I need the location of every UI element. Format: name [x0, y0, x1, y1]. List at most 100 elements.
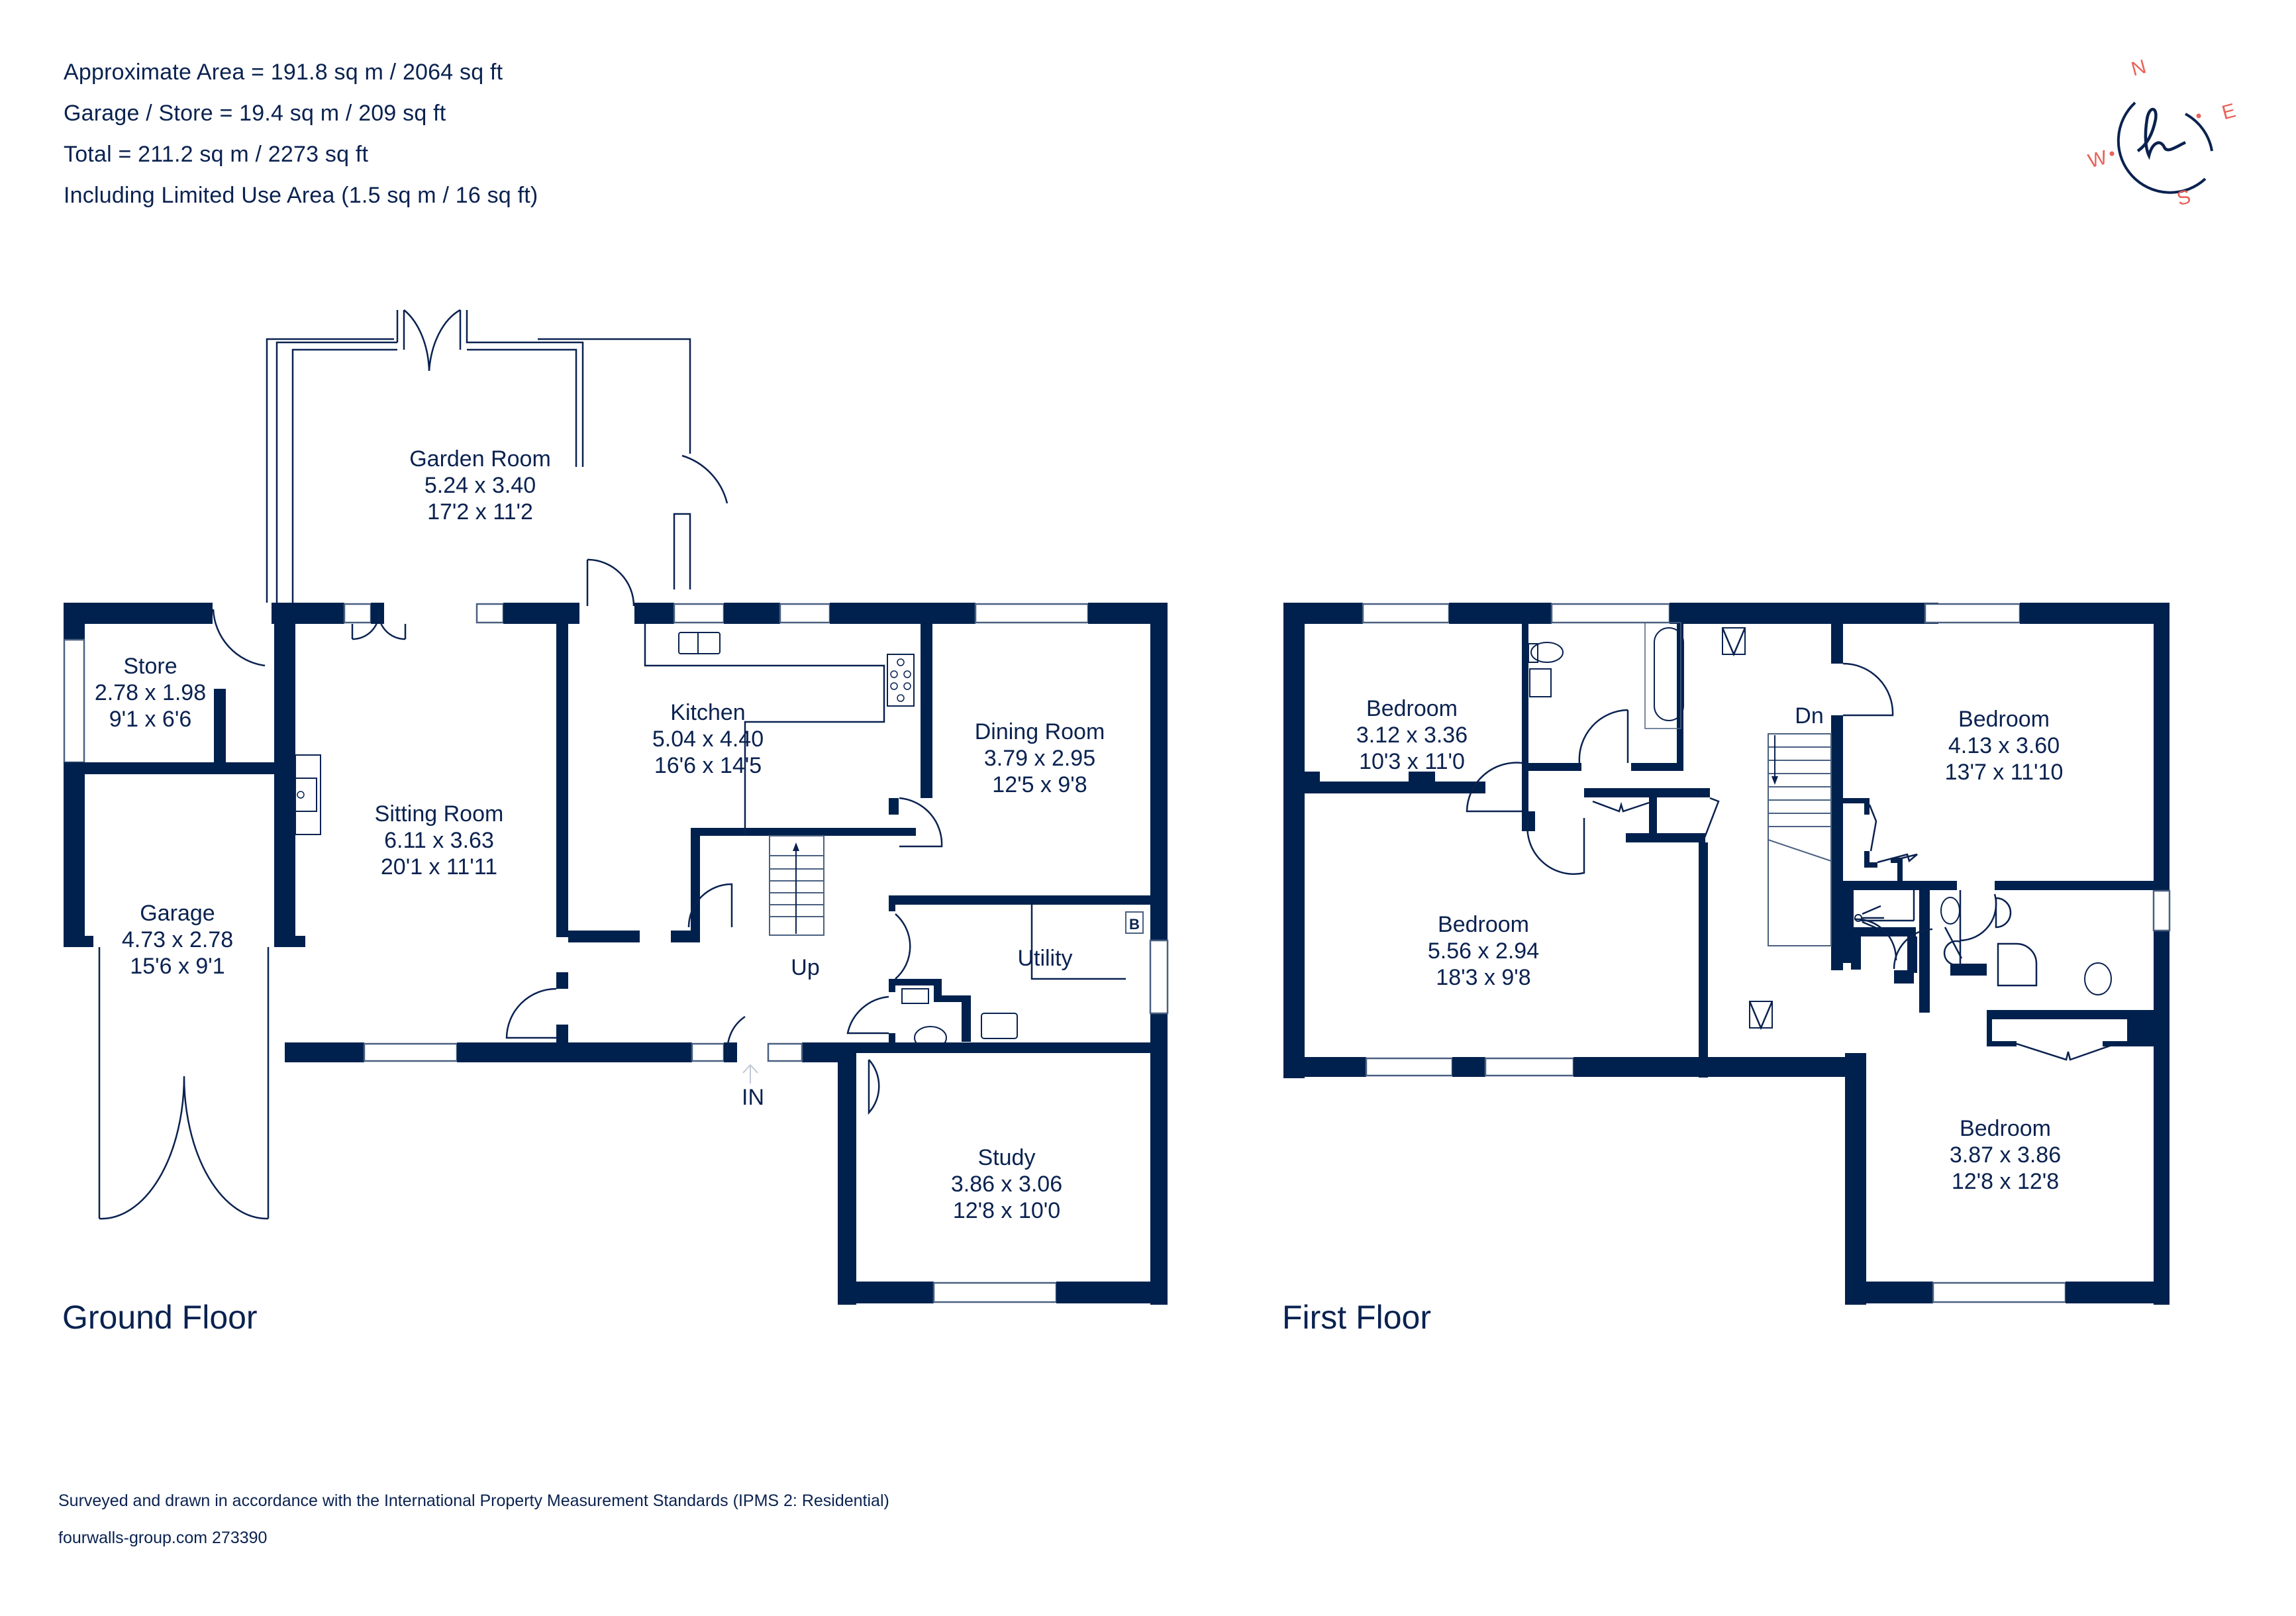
hob-icon	[887, 654, 915, 707]
shower-head-icon	[1854, 914, 1862, 922]
compass-ring-segment-icon	[2185, 113, 2213, 152]
boiler-label: B	[1129, 916, 1140, 933]
bathroom-window-icon	[1550, 603, 1671, 624]
bathroom-basin-icon	[1529, 668, 1552, 697]
monogram-h-icon	[2136, 107, 2186, 160]
sitting-room-metric: 6.11 x 3.63	[384, 828, 494, 853]
store-door-icon	[212, 609, 266, 667]
footer: Surveyed and drawn in accordance with th…	[58, 1482, 889, 1556]
compass-logo: N E S W	[2086, 56, 2238, 210]
bedroom2-window-right-icon	[1484, 1057, 1575, 1077]
garden-french-door-icon	[403, 309, 461, 372]
utility-name: Utility	[1017, 946, 1072, 971]
total-area-text: Total = 211.2 sq m / 2273 sq ft	[64, 142, 369, 167]
bedroom3-metric: 4.13 x 3.60	[1948, 733, 2060, 758]
dining-room-name: Dining Room	[975, 719, 1105, 744]
first-floor-plan: Bedroom 3.12 x 3.36 10'3 x 11'0 Bedroom …	[1283, 603, 2171, 1305]
bedroom3-door-icon	[1842, 662, 1894, 717]
garden-side-door-icon	[681, 454, 728, 504]
bedroom2-name: Bedroom	[1438, 912, 1529, 937]
kitchen-hall-door-icon	[687, 883, 733, 928]
compass-east-label: E	[2220, 99, 2238, 124]
dining-room-metric: 3.79 x 2.95	[984, 746, 1095, 771]
area-summary: Approximate Area = 191.8 sq m / 2064 sq …	[64, 52, 538, 216]
compass-north-label: N	[2129, 56, 2148, 80]
bedroom4-imperial: 12'8 x 12'8	[1952, 1169, 2059, 1194]
bedroom1-window-icon	[1362, 603, 1450, 624]
study-imperial: 12'8 x 10'0	[953, 1198, 1060, 1223]
kitchen-imperial: 16'6 x 14'5	[654, 753, 762, 778]
kitchen-window-icon	[673, 603, 725, 624]
bedroom2-door-icon	[1526, 817, 1585, 875]
ensuite-window-icon	[2152, 889, 2171, 932]
dining-door-icon	[899, 797, 943, 848]
limited-use-area-text: Including Limited Use Area (1.5 sq m / 1…	[64, 183, 538, 208]
ensuite-shower-icon	[1997, 942, 2038, 987]
skylight-icon	[1749, 1001, 1773, 1029]
kitchen-garden-door-icon	[586, 558, 635, 607]
garage-metric: 4.73 x 2.78	[122, 927, 233, 952]
sitting-room-door-icon	[505, 987, 557, 1039]
bedroom1-metric: 3.12 x 3.36	[1356, 723, 1468, 748]
garden-room-metric: 5.24 x 3.40	[424, 473, 536, 498]
garden-room-frame	[266, 309, 728, 607]
wc-door-icon	[1893, 927, 1963, 970]
shower-room-toilet-icon	[1940, 897, 1960, 925]
bedroom2-imperial: 18'3 x 9'8	[1436, 965, 1530, 990]
store-name: Store	[123, 654, 177, 679]
bedroom4-window-icon	[1932, 1282, 2067, 1303]
garden-room-name: Garden Room	[409, 446, 551, 472]
garage-name: Garage	[140, 901, 215, 926]
dining-window-icon	[974, 603, 1089, 624]
kitchen-metric: 5.04 x 4.40	[652, 727, 764, 752]
standards-note: Surveyed and drawn in accordance with th…	[58, 1491, 889, 1510]
bedroom2-window-left-icon	[1365, 1057, 1454, 1077]
bedroom1-door-icon	[1466, 762, 1522, 813]
garage-imperial: 15'6 x 9'1	[130, 954, 225, 979]
bedroom3-wardrobe-icon	[1868, 804, 1918, 864]
kitchen-worktop	[644, 624, 885, 836]
boiler-cupboard-icon	[1125, 911, 1144, 934]
landing-stairs-icon	[1768, 733, 1832, 946]
bedroom3-imperial: 13'7 x 11'10	[1945, 760, 2064, 785]
bathtub-icon	[1654, 627, 1684, 721]
sitting-french-door-icon	[351, 609, 407, 640]
utility-sink-icon	[981, 1013, 1018, 1039]
sitting-room-imperial: 20'1 x 11'11	[381, 854, 497, 880]
sitting-room-name: Sitting Room	[375, 801, 504, 827]
bedroom4-wardrobe-icon	[2016, 1042, 2117, 1061]
store-metric: 2.78 x 1.98	[95, 680, 206, 705]
kitchen-sink-icon	[678, 632, 721, 654]
entrance-label: IN	[742, 1085, 764, 1110]
study-window-icon	[932, 1282, 1058, 1303]
bathroom-door-icon	[1578, 709, 1629, 764]
approximate-area-text: Approximate Area = 191.8 sq m / 2064 sq …	[64, 60, 503, 85]
study-metric: 3.86 x 3.06	[951, 1172, 1062, 1197]
stairs-icon	[769, 835, 824, 936]
bedroom1-imperial: 10'3 x 11'0	[1359, 749, 1465, 774]
ensuite-toilet-icon	[2084, 962, 2112, 995]
reference-text: fourwalls-group.com 273390	[58, 1529, 268, 1547]
front-door-icon	[726, 1015, 880, 1115]
sitting-room-window-icon	[363, 1042, 458, 1062]
dining-room-imperial: 12'5 x 9'8	[992, 772, 1087, 797]
first-floor-title: First Floor	[1282, 1299, 1431, 1336]
entrance-arrow-icon	[742, 1064, 758, 1084]
garage-store-area-text: Garage / Store = 19.4 sq m / 209 sq ft	[64, 101, 446, 126]
bedroom2-metric: 5.56 x 2.94	[1428, 938, 1539, 964]
landing-shower-door-icon	[1854, 918, 1897, 961]
shower-room-basin-icon	[1943, 940, 1962, 966]
utility-window-icon	[1149, 939, 1169, 1015]
bathroom-toilet-icon	[1530, 642, 1564, 663]
bedroom4-name: Bedroom	[1960, 1116, 2051, 1141]
study-name: Study	[978, 1145, 1036, 1170]
skylight-icon	[1722, 627, 1746, 655]
kitchen-name: Kitchen	[670, 700, 745, 725]
store-imperial: 9'1 x 6'6	[109, 707, 192, 732]
garage-doors-icon	[99, 1076, 269, 1220]
wc-basin-icon	[901, 988, 929, 1004]
compass-west-label: W	[2086, 146, 2111, 172]
bedroom3-name: Bedroom	[1958, 707, 2050, 732]
stairs-up-label: Up	[791, 955, 819, 980]
